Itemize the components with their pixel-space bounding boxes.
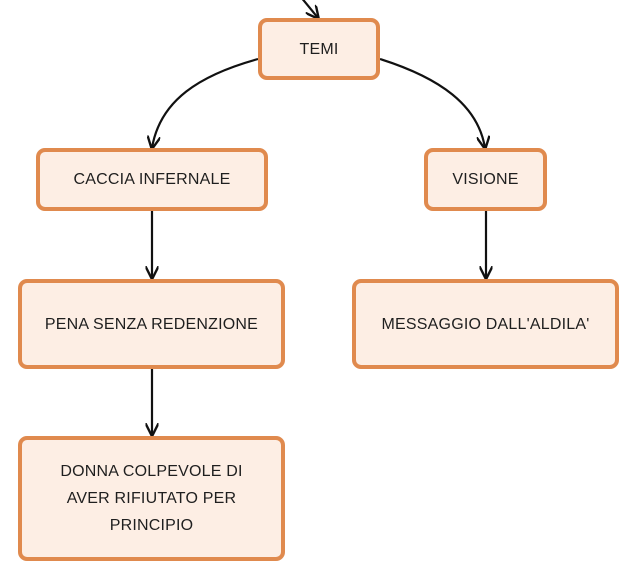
node-temi-label: TEMI bbox=[299, 40, 339, 58]
edge-temi-visione bbox=[379, 57, 485, 148]
edge-incoming-temi bbox=[301, 0, 318, 18]
node-messaggio-dall-aldila-label: MESSAGGIO DALL'ALDILA' bbox=[381, 315, 590, 333]
node-donna-colpevole[interactable]: DONNA COLPEVOLE DI AVER RIFIUTATO PER PR… bbox=[18, 436, 285, 561]
edge-temi-caccia bbox=[152, 57, 259, 148]
node-visione-label: VISIONE bbox=[452, 171, 519, 188]
node-pena-senza-redenzione[interactable]: PENA SENZA REDENZIONE bbox=[18, 279, 285, 369]
node-caccia-infernale-label: CACCIA INFERNALE bbox=[73, 171, 231, 188]
node-temi[interactable]: TEMI bbox=[258, 18, 380, 80]
node-caccia-infernale[interactable]: CACCIA INFERNALE bbox=[36, 148, 268, 211]
node-pena-senza-redenzione-label: PENA SENZA REDENZIONE bbox=[44, 315, 259, 333]
node-donna-colpevole-label: DONNA COLPEVOLE DI AVER RIFIUTATO PER PR… bbox=[60, 463, 243, 534]
node-visione[interactable]: VISIONE bbox=[424, 148, 547, 211]
node-messaggio-dall-aldila[interactable]: MESSAGGIO DALL'ALDILA' bbox=[352, 279, 619, 369]
